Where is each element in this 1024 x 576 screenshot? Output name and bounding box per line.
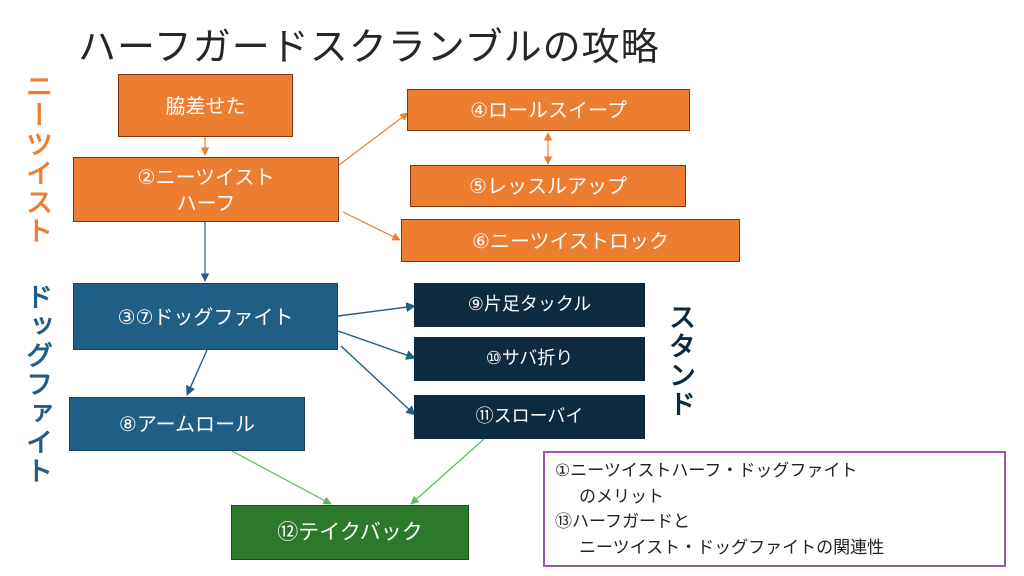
arrow-37-to-10 bbox=[337, 330, 416, 360]
node-knee-twist-lock: ⑥ニーツイストロック bbox=[401, 219, 740, 262]
arrow-2-to-4 bbox=[338, 112, 409, 166]
node-single-leg: ⑨片足タックル bbox=[414, 283, 645, 327]
node-wrestle-up: ⑤レッスルアップ bbox=[410, 165, 686, 207]
note-line-3: ⑬ハーフガードと bbox=[555, 512, 690, 532]
note-line-4: ニーツイスト・ドッグファイトの関連性 bbox=[579, 537, 885, 558]
note-line-1: ①ニーツイストハーフ・ドッグファイト bbox=[555, 461, 858, 481]
node-bear-hug: ⑩サバ折り bbox=[414, 337, 645, 381]
side-label-stand: スタンド bbox=[664, 303, 695, 419]
node-dogfight: ③⑦ドッグファイト bbox=[73, 283, 338, 350]
side-label-knee-twist: ニーツイスト bbox=[21, 72, 52, 246]
arrow-37-to-8 bbox=[186, 349, 208, 396]
arrow-2-to-6 bbox=[342, 211, 401, 241]
note-line-2: のメリット bbox=[579, 486, 664, 507]
side-label-dogfight: ドッグファイト bbox=[21, 283, 52, 486]
node-throw-by: ⑪スローバイ bbox=[414, 395, 645, 439]
arrow-8-to-12 bbox=[231, 450, 332, 505]
node-roll-sweep: ④ロールスイープ bbox=[407, 89, 690, 131]
arrow-11-to-12 bbox=[410, 438, 485, 505]
page-title: ハーフガードスクランブルの攻略 bbox=[78, 25, 660, 69]
notes-box: ①ニーツイストハーフ・ドッグファイト のメリット ⑬ハーフガードと ニーツイスト… bbox=[543, 451, 1006, 567]
node-take-back: ⑫テイクバック bbox=[231, 505, 469, 560]
arrow-37-to-9 bbox=[337, 302, 416, 317]
arrow-37-to-11 bbox=[340, 345, 416, 416]
node-arm-roll: ⑧アームロール bbox=[69, 397, 305, 451]
node-knee-twist-half: ②ニーツイスト ハーフ bbox=[73, 157, 339, 222]
node-wakisase: 脇差せた bbox=[118, 74, 293, 137]
